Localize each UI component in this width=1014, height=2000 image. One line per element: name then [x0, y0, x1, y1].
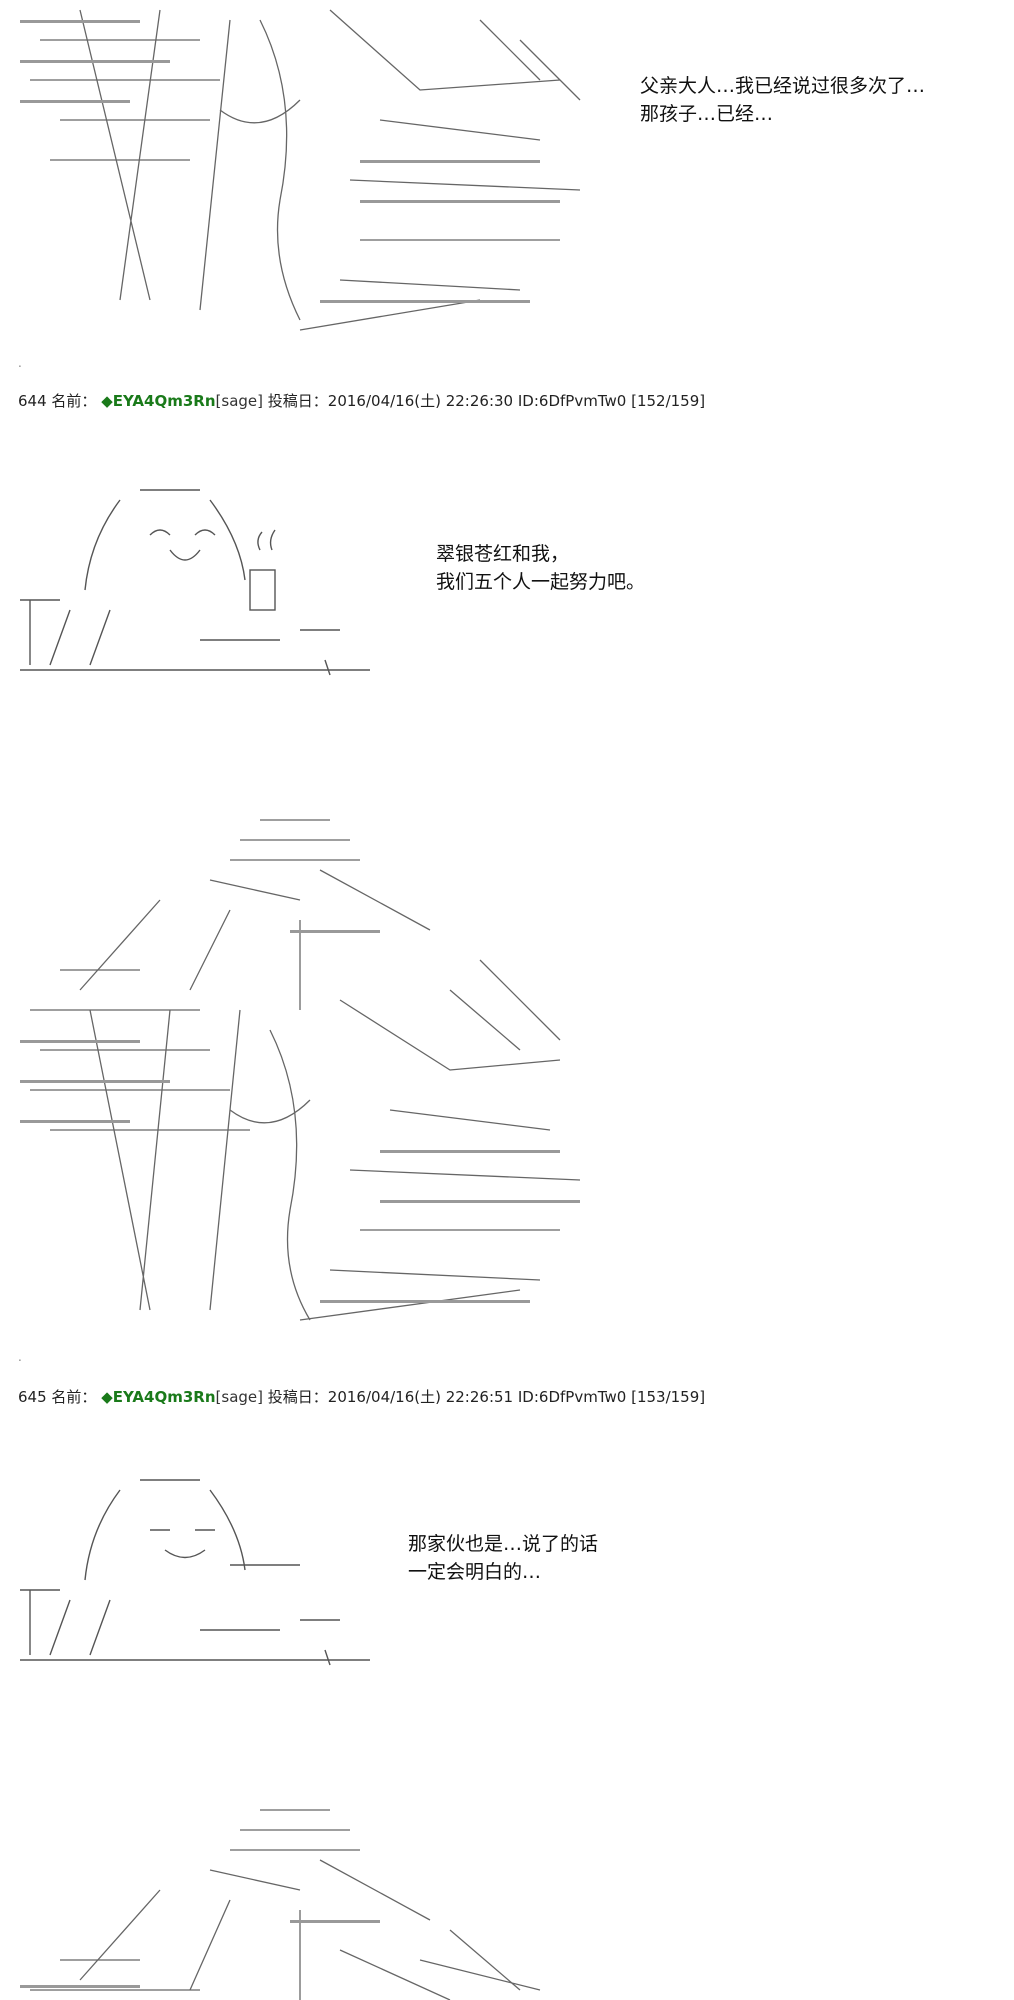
post-count: [152/159]: [631, 392, 706, 410]
poster-name[interactable]: ◆EYA4Qm3Rn: [101, 392, 216, 410]
dialogue-line: 翠银苍红和我，: [436, 543, 570, 565]
poster-name[interactable]: ◆EYA4Qm3Rn: [101, 1388, 216, 1406]
name-label: 名前：: [51, 392, 97, 410]
dialogue-line: 我们五个人一起努力吧。: [436, 571, 646, 593]
dialogue-3: 那家伙也是…说了的话 一定会明白的…: [408, 1530, 598, 1586]
post-number: 645: [18, 1388, 47, 1406]
post-number: 644: [18, 392, 47, 410]
dialogue-line: 那孩子…已经…: [640, 103, 774, 125]
ascii-art-small-figure-sleeping: [0, 1470, 620, 1670]
mail-field: [sage]: [215, 392, 263, 410]
dialogue-line: 一定会明白的…: [408, 1561, 542, 1583]
date-label: 投稿日：: [267, 1388, 328, 1406]
dialogue-2: 翠银苍红和我， 我们五个人一起努力吧。: [436, 540, 645, 596]
dialogue-line: 那家伙也是…说了的话: [408, 1533, 599, 1555]
ascii-art-figure-bottom: [0, 1800, 620, 2000]
post-date: 2016/04/16(土) 22:26:30: [327, 392, 514, 410]
post-header-645: 645 名前： ◆EYA4Qm3Rn[sage] 投稿日：2016/04/16(…: [18, 1386, 705, 1407]
name-label: 名前：: [51, 1388, 97, 1406]
ascii-art-figure-top: [0, 0, 620, 335]
dialogue-1: 父亲大人…我已经说过很多次了… 那孩子…已经…: [640, 72, 925, 128]
dot-mark: .: [18, 1350, 22, 1364]
post-date: 2016/04/16(土) 22:26:51: [327, 1388, 514, 1406]
mail-field: [sage]: [215, 1388, 263, 1406]
post-header-644: 644 名前： ◆EYA4Qm3Rn[sage] 投稿日：2016/04/16(…: [18, 390, 705, 411]
post-id: ID:6DfPvmTw0: [517, 392, 627, 410]
post-count: [153/159]: [631, 1388, 706, 1406]
ascii-art-figure-middle: [0, 810, 620, 1330]
ascii-art-small-figure-cup: [0, 480, 620, 690]
dialogue-line: 父亲大人…我已经说过很多次了…: [640, 75, 926, 97]
post-id: ID:6DfPvmTw0: [517, 1388, 627, 1406]
dot-mark: .: [18, 356, 22, 370]
date-label: 投稿日：: [267, 392, 328, 410]
